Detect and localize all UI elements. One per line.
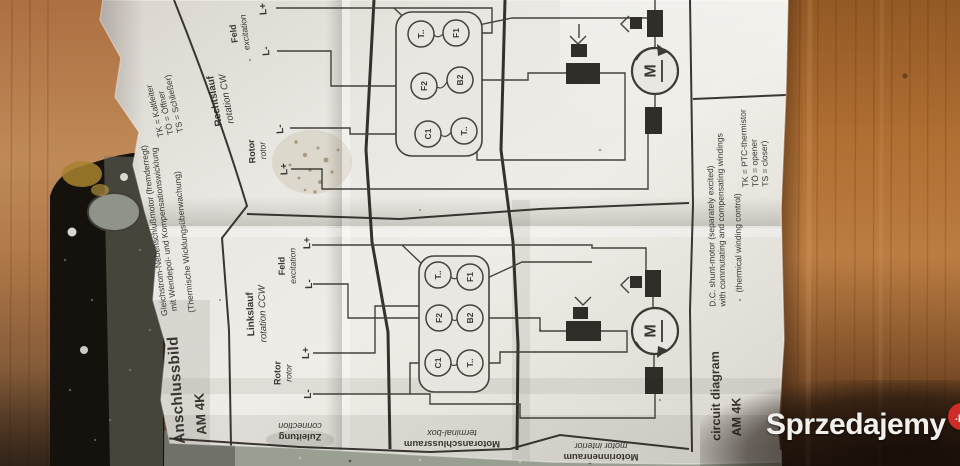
motor-symbol-cw (630, 44, 680, 96)
terminal-rotor-t2-ccw: L- (303, 389, 315, 399)
winding-components-ccw (566, 270, 663, 394)
table-borders (161, 0, 787, 454)
watermark-pl-badge: .pl (947, 403, 960, 430)
terminal-rotor-t1-cw: L- (274, 123, 287, 135)
terminal-circle-label: C1 (422, 128, 433, 140)
terminal-circle-label: F2 (433, 313, 444, 323)
bolt-hole (120, 173, 128, 181)
terminal-circle-label: T.. (464, 358, 475, 368)
terminal-circle-label: B2 (454, 74, 465, 86)
terminal-field-t1-ccw: L+ (301, 236, 314, 250)
bolt-hole (67, 227, 77, 237)
direction-heading-ccw: Linkslauf rotation CCW (244, 285, 270, 343)
rotor-label-cw: Rotor rotor (245, 139, 268, 164)
terminal-rotor-t1-ccw: L+ (301, 347, 313, 359)
motor-letter-cw: M (642, 64, 660, 78)
terminal-rotor-t2-cw: L+ (278, 162, 291, 176)
label-thermal-en: (thermical winding control) (732, 193, 744, 293)
casing-opening (87, 192, 141, 232)
terminal-box-ccw (418, 255, 490, 393)
terminal-field-t2-cw: L- (260, 45, 273, 57)
terminal-circle-label: F2 (418, 81, 429, 91)
terminal-circle-label: F1 (464, 272, 475, 282)
terminal-box-cw (395, 11, 483, 157)
motor-symbol-ccw (630, 306, 680, 358)
corrosion-patch (62, 161, 102, 187)
terminal-field-t1-cw: L+ (257, 2, 270, 16)
terminal-circle-label: T.. (415, 29, 426, 39)
label-model-de: AM 4K (191, 392, 210, 436)
wood-knot (902, 73, 908, 79)
terminal-field-t2-ccw: L- (304, 279, 316, 289)
watermark-logo: Sprzedajemy .pl (766, 403, 960, 441)
ccw-arrow-icon (657, 346, 668, 358)
field-label-cw: Feld excitation (227, 13, 252, 51)
winding-components-cw (566, 10, 663, 134)
watermark-text: Sprzedajemy (766, 408, 946, 441)
terminal-circle-label: T.. (432, 270, 443, 280)
wiring-ccw (312, 244, 656, 419)
rotor-label-ccw: Rotor rotor (272, 361, 294, 385)
terminal-circle-label: B2 (464, 312, 475, 324)
column-separators (364, 0, 520, 451)
terminal-circle-label: T.. (458, 126, 469, 136)
label-legend-en: TK = PTC-thermistor TÖ = opener TS = clo… (737, 109, 771, 188)
bolt-hole (80, 346, 88, 354)
terminal-circle-label: C1 (432, 357, 443, 369)
wiring-cw (276, 0, 656, 190)
terminal-circle-label: F1 (450, 28, 461, 38)
motor-letter-ccw: M (642, 324, 660, 338)
column-label-terminal-box: Motoranschlussraum terminal-box (403, 427, 501, 449)
column-label-supply: Zuleitung connection (278, 420, 322, 442)
field-label-ccw: Feld excitation (276, 247, 298, 284)
cw-arrow-icon (657, 44, 668, 56)
column-label-motor-interior: Motorinnenraum motor interior (563, 440, 639, 462)
watermark-shade (700, 380, 960, 466)
label-description-en: D.C. shunt-motor (separately excited) wi… (705, 133, 728, 307)
